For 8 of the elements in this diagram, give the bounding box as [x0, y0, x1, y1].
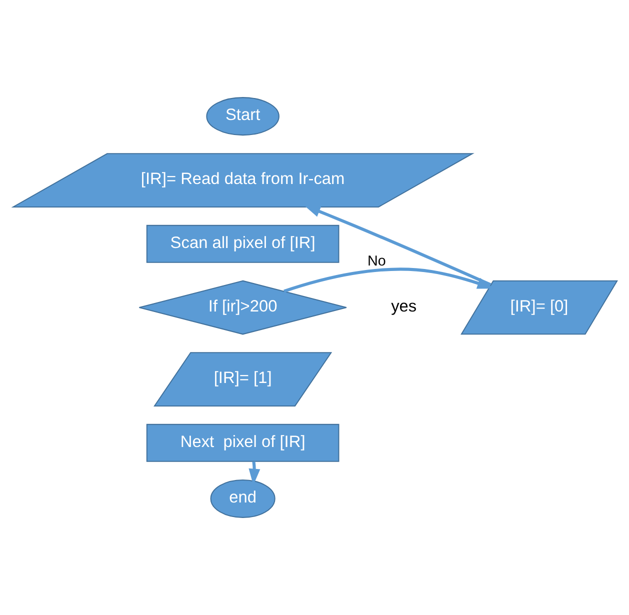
arrow: [303, 205, 491, 286]
node-box: Scan all pixel of [IR]: [146, 224, 339, 263]
node-diamond: If [ir]>200: [138, 280, 346, 335]
node-ellipse: end: [210, 479, 275, 518]
node-ellipse: Start: [206, 97, 279, 136]
label: yes: [390, 297, 416, 316]
node-box: Next pixel of [IR]: [146, 424, 339, 462]
edge-label: No: [366, 254, 386, 270]
